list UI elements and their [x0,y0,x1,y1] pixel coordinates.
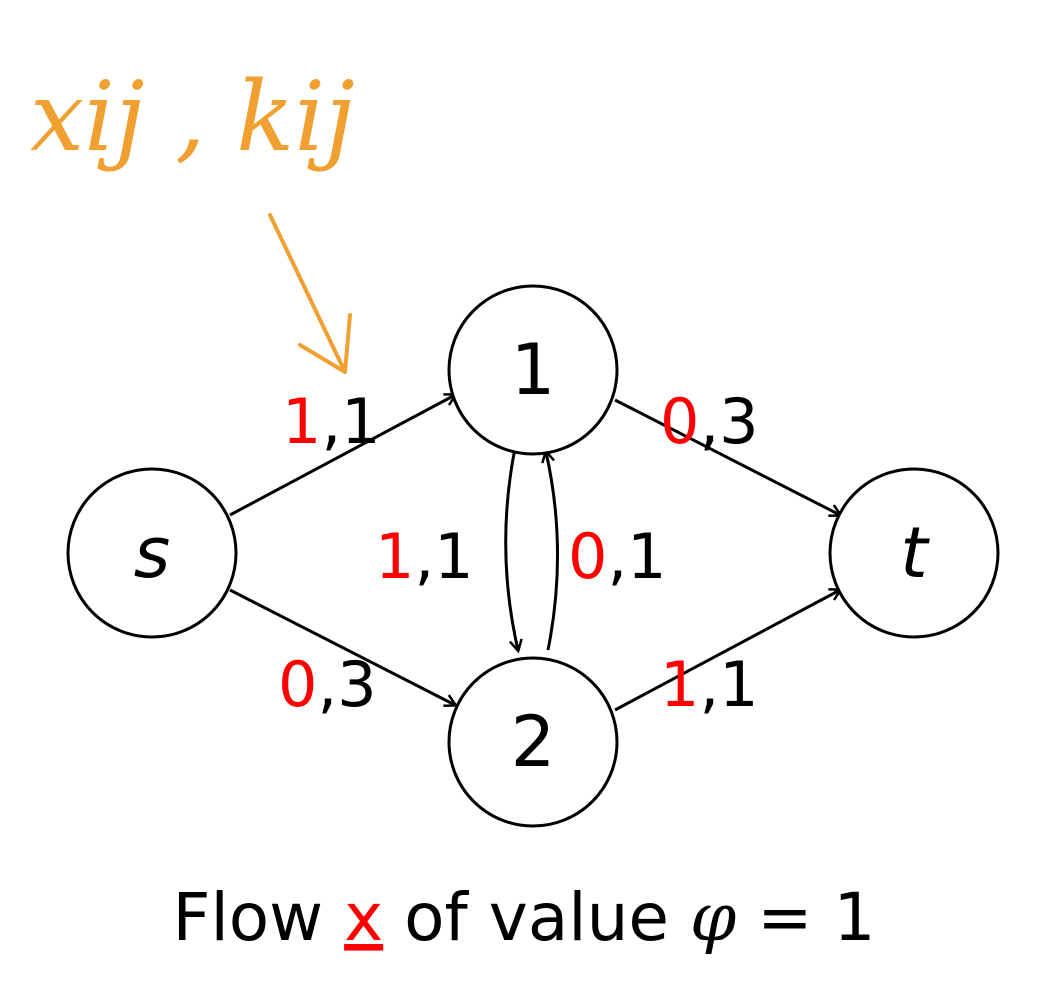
edge-s-2 [229,588,455,705]
capacity-value: 1 [434,520,473,593]
capacity-value: 1 [341,385,380,458]
edge-label-s-1: 1,1 [282,385,381,458]
caption: Flow x of value φ = 1 [172,879,875,956]
annotation-arrow [268,213,352,374]
label-separator: , [414,520,434,593]
node-2-label: 2 [511,701,556,783]
nodes: s 1 2 t [66,284,1000,828]
capacity-value: 3 [337,648,376,721]
edge-s-1 [229,395,455,517]
node-1: 1 [447,284,619,456]
label-separator: , [321,385,341,458]
edge-1-t [614,398,840,515]
label-separator: , [699,385,719,458]
flow-value: 0 [660,385,699,458]
caption-text: Flow x of value φ = 1 [172,879,875,956]
node-s-label: s [134,512,170,594]
flow-value: 1 [660,648,699,721]
handwritten-annotation: xij , kij [30,61,355,374]
node-1-label: 1 [511,329,556,411]
label-separator: , [607,520,627,593]
node-t: t [828,467,1000,639]
flow-value: 0 [568,520,607,593]
edge-label-1-t: 0,3 [660,385,759,458]
node-s: s [66,467,238,639]
edge-2-t [614,590,840,712]
node-t-label: t [900,512,930,594]
edge-label-2-t: 1,1 [660,648,759,721]
edge-1-2 [504,447,518,650]
edge-label-s-2: 0,3 [278,648,377,721]
label-separator: , [317,648,337,721]
edge-labels: 1,1 0,3 0,3 1,1 1,1 0,1 [278,385,759,721]
flow-value: 0 [278,648,317,721]
capacity-value: 1 [627,520,666,593]
edges [229,395,840,712]
flow-value: 1 [282,385,321,458]
caption-suffix: = 1 [736,879,875,956]
caption-phi: φ [690,879,736,956]
caption-variable: x [344,879,383,956]
caption-middle: of value [383,879,690,956]
edge-label-1-2: 1,1 [375,520,474,593]
label-separator: , [699,648,719,721]
capacity-value: 3 [719,385,758,458]
annotation-text: xij , kij [30,61,355,173]
node-2: 2 [447,656,619,828]
edge-2-1 [546,452,560,651]
capacity-value: 1 [719,648,758,721]
caption-prefix: Flow [172,879,344,956]
edge-label-2-1: 0,1 [568,520,667,593]
flow-value: 1 [375,520,414,593]
